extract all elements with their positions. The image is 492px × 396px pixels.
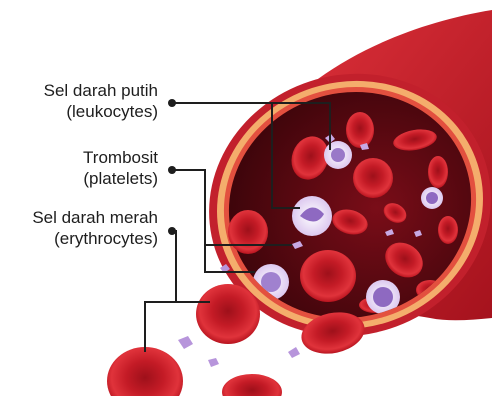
red-blood-cell bbox=[346, 112, 374, 148]
red-blood-cell bbox=[196, 284, 260, 344]
platelet bbox=[208, 358, 219, 367]
white-blood-cell bbox=[292, 196, 332, 236]
platelets-dot bbox=[168, 166, 176, 174]
red-blood-cell bbox=[428, 156, 448, 188]
platelet bbox=[178, 336, 193, 349]
label-leukocytes: Sel darah putih (leukocytes) bbox=[44, 80, 158, 122]
label-leukocytes-line1: Sel darah putih bbox=[44, 80, 158, 101]
label-platelets-line1: Trombosit bbox=[83, 147, 158, 168]
leader-dots bbox=[168, 99, 176, 235]
red-blood-cell bbox=[228, 210, 268, 254]
label-erythrocytes-line1: Sel darah merah bbox=[32, 207, 158, 228]
white-blood-cell bbox=[421, 187, 443, 209]
label-erythrocytes: Sel darah merah (erythrocytes) bbox=[32, 207, 158, 249]
platelet bbox=[288, 347, 300, 358]
red-blood-cell bbox=[222, 374, 282, 396]
red-blood-cell bbox=[300, 250, 356, 302]
red-blood-cell bbox=[438, 216, 458, 244]
white-blood-cell bbox=[324, 141, 352, 169]
label-leukocytes-line2: (leukocytes) bbox=[44, 101, 158, 122]
label-platelets: Trombosit (platelets) bbox=[83, 147, 158, 189]
erythrocytes-leader bbox=[145, 231, 176, 352]
red-blood-cell bbox=[107, 347, 183, 396]
label-platelets-line2: (platelets) bbox=[83, 168, 158, 189]
erythrocytes-dot bbox=[168, 227, 176, 235]
red-blood-cell bbox=[353, 158, 393, 198]
leukocytes-dot bbox=[168, 99, 176, 107]
label-erythrocytes-line2: (erythrocytes) bbox=[32, 228, 158, 249]
